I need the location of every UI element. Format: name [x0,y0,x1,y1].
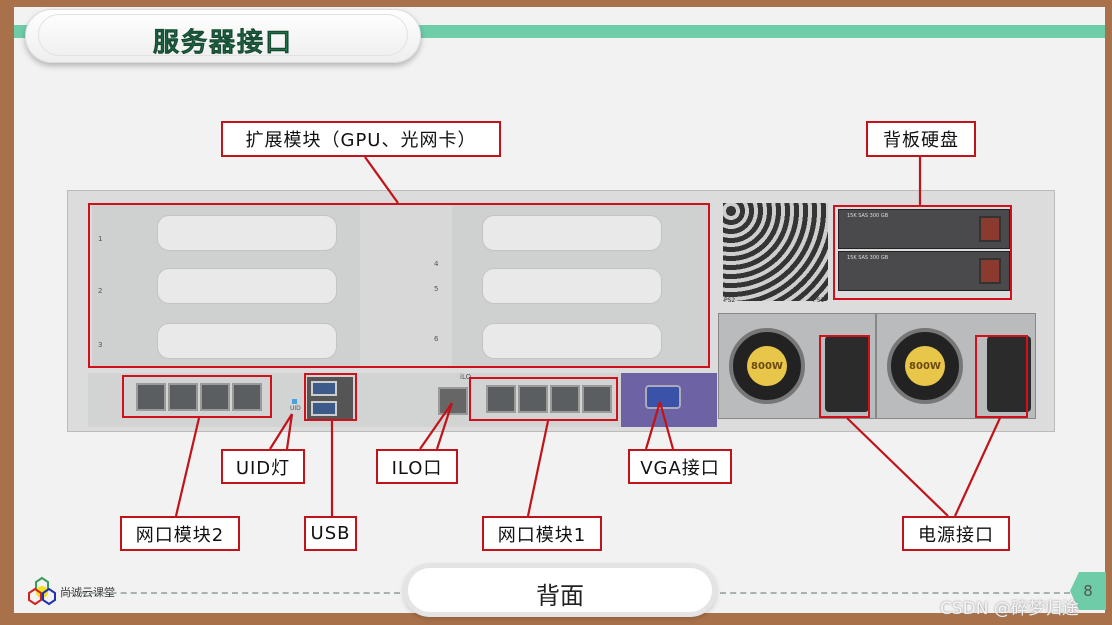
slot-number: 5 [434,285,439,293]
footer-divider-right [720,592,1070,594]
callout-expansion: 扩展模块（GPU、光网卡） [221,121,501,157]
server-rear-image: 1 2 3 4 5 6 PS2 PS1 15K SAS 300 GB 15K S… [67,190,1055,432]
riser-divider: 4 5 6 [360,205,452,367]
callout-backplane-disk: 背板硬盘 [866,121,976,157]
footer-divider-left [70,592,400,594]
slot-number: 2 [98,287,103,295]
callout-network2: 网口模块2 [120,516,240,551]
power1-highlight [975,335,1028,418]
callout-ilo: ILO口 [376,449,458,484]
vent-grille [723,203,828,301]
usb-highlight [304,373,357,421]
callout-uid-led: UID灯 [221,449,305,484]
expansion-cage-right [452,205,710,367]
hdd-bay-1: 15K SAS 300 GB [838,209,1010,249]
slot-number: 3 [98,341,103,349]
callout-power: 电源接口 [902,516,1010,551]
page-title: 服务器接口 [152,28,293,59]
network2-highlight [122,375,272,418]
network1-highlight [469,377,618,421]
psu-2: 800W [718,313,876,419]
callout-usb: USB [304,516,357,551]
psu-1: 800W [876,313,1036,419]
section-pill [408,568,712,612]
expansion-cage-left: 1 2 3 [92,205,360,367]
slot-number: 6 [434,335,439,343]
expansion-highlight [88,203,710,368]
watermark: CSDN @碎梦归途 [940,599,1079,619]
vga-port-panel [621,373,717,427]
ilo-mark: iLO [460,373,472,381]
section-title: 背面 [536,582,584,610]
hdd-bay-2: 15K SAS 300 GB [838,251,1010,291]
backplane-highlight [833,205,1012,300]
power2-highlight [819,335,870,418]
ps2-mark: PS2 [724,297,736,304]
slot-number: 1 [98,235,103,243]
title-pill: 服务器接口 [25,9,421,63]
logo-icon [28,576,56,606]
uid-led [292,399,297,404]
uid-mark: UID [290,405,301,412]
usb-ports [307,377,353,421]
slot-number: 4 [434,260,439,268]
ps1-mark: PS1 [813,297,825,304]
callout-network1: 网口模块1 [482,516,602,551]
callout-vga: VGA接口 [628,449,732,484]
